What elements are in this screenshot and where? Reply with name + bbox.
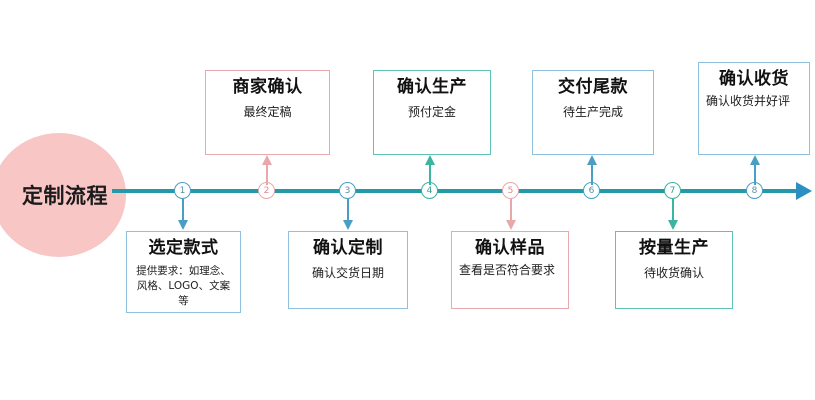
connector-stem-2: [266, 163, 268, 185]
step-title-5: 确认样品: [475, 238, 545, 258]
timeline-node-3[interactable]: 3: [339, 182, 356, 199]
step-subtitle-5: 查看是否符合要求: [459, 263, 556, 278]
step-subtitle-8: 确认收货并好评: [706, 94, 791, 109]
step-title-3: 确认定制: [313, 238, 383, 258]
connector-stem-5: [510, 199, 512, 222]
step-title-4: 确认生产: [397, 77, 467, 97]
node-number-5: 5: [507, 185, 514, 196]
step-subtitle-2: 最终定稿: [243, 105, 292, 120]
timeline-node-1[interactable]: 1: [174, 182, 191, 199]
step-title-1: 选定款式: [148, 238, 219, 258]
connector-stem-1: [182, 199, 184, 222]
step-subtitle-7: 待收货确认: [643, 266, 704, 281]
node-number-1: 1: [179, 185, 186, 196]
step-card-8[interactable]: 确认收货 确认收货并好评: [698, 62, 810, 155]
node-number-3: 3: [344, 185, 351, 196]
timeline-arrow-icon: [796, 182, 812, 200]
connector-arrow-8-icon: [750, 155, 760, 165]
node-number-7: 7: [669, 185, 676, 196]
step-title-6: 交付尾款: [558, 77, 628, 97]
connector-arrow-5-icon: [506, 220, 516, 230]
step-card-5[interactable]: 确认样品 查看是否符合要求: [451, 231, 569, 309]
step-card-1[interactable]: 选定款式 提供要求：如理念、风格、LOGO、文案等: [126, 231, 241, 313]
step-card-7[interactable]: 按量生产 待收货确认: [615, 231, 733, 309]
step-subtitle-6: 待生产完成: [562, 105, 623, 120]
connector-arrow-2-icon: [262, 155, 272, 165]
step-card-2[interactable]: 商家确认 最终定稿: [205, 70, 330, 155]
step-subtitle-1: 提供要求：如理念、风格、LOGO、文案等: [136, 265, 231, 307]
connector-stem-8: [754, 163, 756, 185]
connector-stem-4: [429, 163, 431, 185]
step-subtitle-4: 预付定金: [407, 105, 456, 120]
step-subtitle-3: 确认交货日期: [311, 266, 384, 281]
connector-stem-6: [591, 163, 593, 185]
connector-arrow-1-icon: [178, 220, 188, 230]
connector-arrow-4-icon: [425, 155, 435, 165]
step-title-7: 按量生产: [639, 238, 709, 258]
node-number-6: 6: [588, 185, 595, 196]
connector-arrow-7-icon: [668, 220, 678, 230]
step-title-2: 商家确认: [232, 77, 303, 97]
node-number-8: 8: [751, 185, 758, 196]
step-title-8: 确认收货: [719, 69, 789, 89]
step-card-4[interactable]: 确认生产 预付定金: [373, 70, 491, 155]
connector-arrow-3-icon: [343, 220, 353, 230]
hub-circle: 定制流程: [0, 133, 126, 257]
connector-stem-7: [672, 199, 674, 222]
connector-stem-3: [347, 199, 349, 222]
node-number-4: 4: [426, 185, 433, 196]
node-number-2: 2: [263, 185, 270, 196]
step-card-6[interactable]: 交付尾款 待生产完成: [532, 70, 654, 155]
connector-arrow-6-icon: [587, 155, 597, 165]
timeline-axis: [112, 189, 802, 193]
step-card-3[interactable]: 确认定制 确认交货日期: [288, 231, 408, 309]
timeline-node-5[interactable]: 5: [502, 182, 519, 199]
timeline-node-7[interactable]: 7: [664, 182, 681, 199]
hub-label: 定制流程: [22, 184, 108, 208]
